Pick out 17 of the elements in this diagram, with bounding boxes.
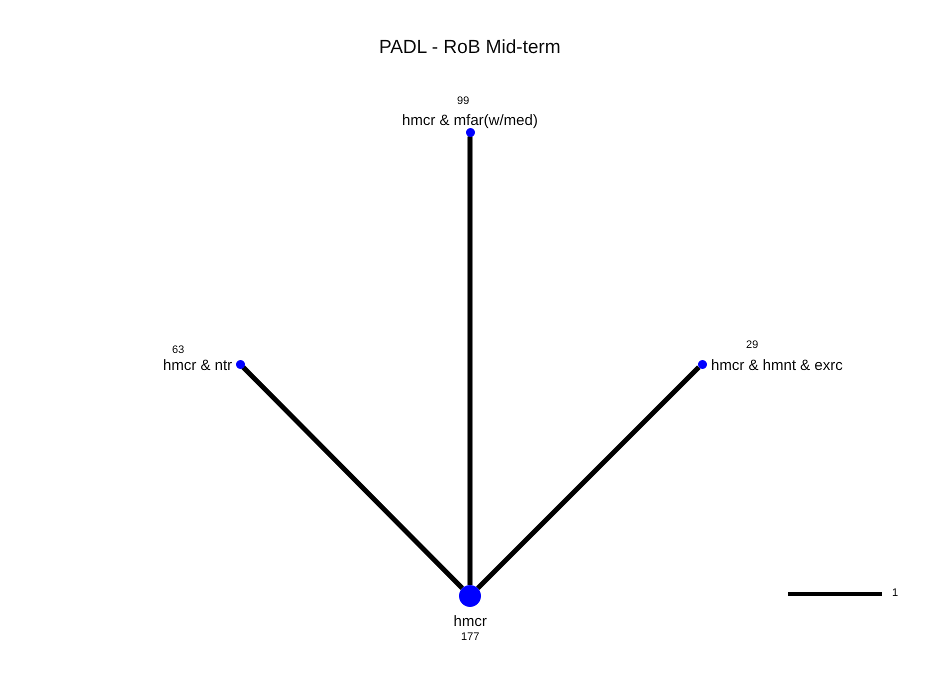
node-label: hmcr xyxy=(454,614,487,629)
connector-line xyxy=(476,365,701,590)
connector-line xyxy=(468,136,472,585)
node-label: hmcr & mfar(w/med) xyxy=(402,113,538,128)
node-dot xyxy=(698,360,706,368)
sample-size-label: 63 xyxy=(172,345,184,356)
node-dot xyxy=(459,585,481,607)
sample-size-label: 99 xyxy=(457,96,470,107)
sample-size-label: 29 xyxy=(746,340,758,351)
node-dot xyxy=(236,360,244,368)
node-label: hmcr & ntr xyxy=(163,358,232,373)
legend-label: 1 xyxy=(892,588,898,599)
node-label: hmcr & hmnt & exrc xyxy=(711,358,843,373)
node-dot xyxy=(466,128,474,136)
chart-title: PADL - RoB Mid-term xyxy=(379,38,561,57)
connector-line xyxy=(241,365,464,590)
sample-size-label: 177 xyxy=(461,632,480,643)
